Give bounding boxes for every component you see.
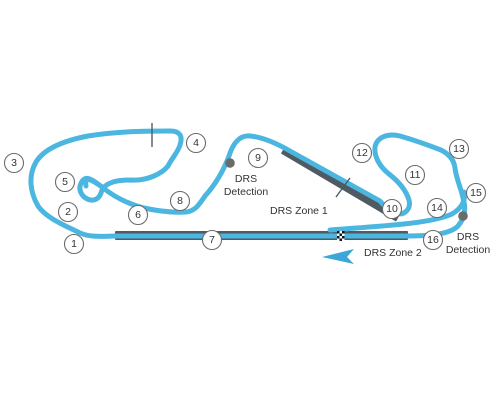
detection-point-icon — [225, 158, 235, 168]
track-loop-5-6 — [83, 177, 105, 190]
drs-detection-1-label: DRS — [235, 173, 257, 185]
checkered-flag-icon — [337, 231, 345, 241]
turn-marker: 3 — [3, 152, 25, 174]
svg-text:6: 6 — [135, 209, 141, 221]
track-pit-sweep — [327, 189, 467, 233]
drs-zone-1-label: DRS Zone 1 — [270, 205, 328, 217]
svg-text:9: 9 — [255, 152, 261, 164]
turn-marker: 14 — [426, 197, 448, 219]
turn-marker: 13 — [448, 138, 470, 160]
track-path — [28, 128, 468, 239]
svg-text:14: 14 — [431, 202, 443, 214]
svg-text:1: 1 — [71, 238, 77, 250]
svg-text:11: 11 — [410, 169, 421, 181]
svg-text:8: 8 — [177, 195, 183, 207]
svg-text:13: 13 — [453, 143, 465, 155]
turn-marker: 1 — [63, 233, 85, 255]
turn-marker: 12 — [351, 142, 373, 164]
svg-text:7: 7 — [209, 234, 215, 246]
svg-text:5: 5 — [62, 176, 68, 188]
svg-text:2: 2 — [65, 206, 71, 218]
drs-detection-1-label: Detection — [224, 186, 269, 198]
turn-marker: 15 — [465, 182, 487, 204]
turn-marker: 11 — [404, 164, 426, 186]
svg-text:10: 10 — [386, 203, 398, 215]
turn-marker: 6 — [127, 204, 149, 226]
turn-marker: 10 — [381, 198, 403, 220]
turn-marker: 4 — [185, 132, 207, 154]
direction-arrow-icon — [322, 249, 354, 264]
turn-marker: 9 — [247, 147, 269, 169]
drs-zone-2-label: DRS Zone 2 — [364, 247, 422, 259]
svg-text:15: 15 — [470, 187, 482, 199]
sector-marker-2 — [335, 177, 351, 198]
turn-marker: 2 — [57, 201, 79, 223]
turn-marker: 7 — [201, 229, 223, 251]
detection-point-icon — [458, 211, 468, 221]
svg-text:12: 12 — [356, 147, 368, 159]
svg-text:3: 3 — [11, 157, 17, 169]
turn-marker: 8 — [169, 190, 191, 212]
svg-text:4: 4 — [193, 137, 199, 149]
turn-marker: 5 — [54, 171, 76, 193]
svg-text:16: 16 — [427, 234, 439, 246]
drs-detection-2-label: DRS — [457, 231, 479, 243]
turn-marker: 16 — [422, 229, 444, 251]
drs-zone-1-bar — [280, 146, 401, 222]
drs-detection-2-label: Detection — [446, 244, 491, 256]
